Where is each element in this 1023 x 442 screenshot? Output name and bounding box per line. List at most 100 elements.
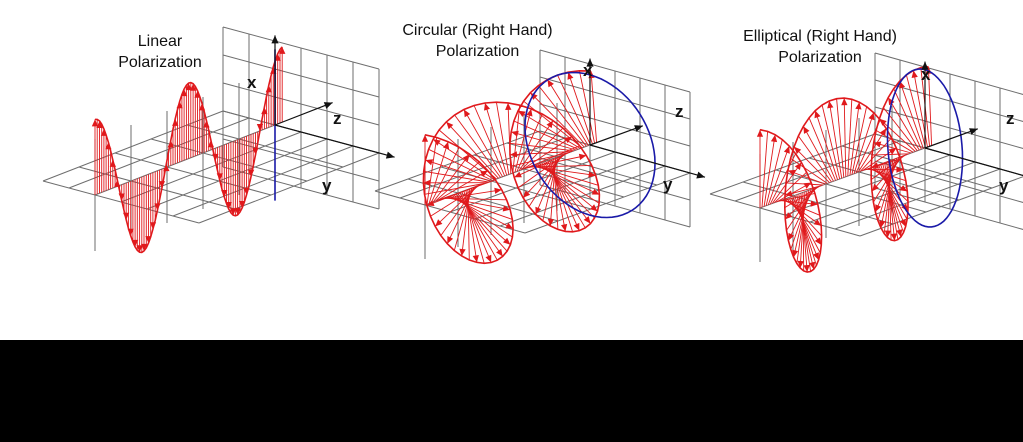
field-vector [769,153,797,205]
field-vector-arrowhead [502,205,511,212]
field-vector [821,104,841,180]
field-vector-arrowhead [871,162,879,169]
field-vector [873,156,902,203]
linear-title-line1: Linear [137,33,183,50]
grid-line [186,124,344,168]
field-vector [879,118,916,152]
field-vector-arrowhead [511,130,519,137]
field-vector [763,134,776,207]
grid-line [859,176,1023,237]
field-vector-arrowhead [803,126,810,134]
field-vector-arrowhead [896,166,904,173]
field-vector-arrowhead [788,232,795,241]
linear-z-axis-label: z [333,109,342,128]
circular-grid [374,49,691,259]
field-vector [893,88,922,150]
y-axis-arrowhead [385,151,395,159]
field-vector [446,187,475,244]
linear-y-axis-label: y [322,176,332,195]
grid-line [42,180,200,224]
field-vector [884,162,899,240]
field-vector [876,165,908,220]
field-vector-arrowhead [899,218,906,227]
field-vector [888,161,892,241]
field-vector-arrowhead [421,134,429,142]
field-vector-arrowhead [136,245,143,253]
field-vector [887,97,920,151]
field-vector [538,85,587,147]
field-vector [808,117,837,181]
field-vector [495,102,510,175]
grid-line [834,168,1001,230]
field-vector-arrowhead [435,219,443,227]
field-vector [423,170,489,183]
field-vector-arrowhead [591,188,600,195]
grid-line [94,124,276,196]
grid-line [68,117,250,189]
field-vector [899,80,924,149]
x-axis-arrowhead [586,58,594,67]
field-vector-arrowhead [96,121,103,128]
z-axis-arrowhead [323,102,333,109]
field-vector-arrowhead [813,252,819,260]
field-vector-arrowhead [91,119,99,127]
field-vector-arrowhead [505,102,512,110]
field-vector-arrowhead [472,255,479,263]
field-vector-arrowhead [855,102,862,110]
field-vector-arrowhead [526,108,533,117]
field-vector [517,153,567,189]
circular-title-line2: Polarization [435,43,520,60]
field-vector [828,100,843,179]
field-vector [790,196,821,254]
field-vector [792,195,820,261]
field-vector-arrowhead [484,103,490,111]
field-vector-arrowhead [234,207,241,215]
field-vector-arrowhead [547,79,554,88]
field-vector [567,72,593,145]
elliptical-x-axis-label: x [921,65,931,84]
field-vector [473,105,506,177]
polarization-figure: x y z x y z x y z [0,0,1023,340]
field-vector [539,163,598,212]
grid-line [198,152,380,224]
field-vector-arrowhead [518,110,526,117]
linear-polarization-title: Linear Polarization [85,31,235,73]
circular-field-vectors [421,69,601,265]
grid-line [524,172,691,234]
field-vector [432,138,495,181]
field-vector-arrowhead [189,83,197,91]
field-vector [814,110,839,180]
field-vector [798,135,832,183]
field-vector-arrowhead [446,121,454,130]
field-vector-arrowhead [814,237,822,245]
endpoint-locus-curve [886,68,964,228]
linear-polarization-panel: x y z [42,26,395,254]
field-vector [520,127,564,171]
field-vector [875,130,914,153]
z-axis-line [589,125,644,146]
field-vector [886,161,896,241]
field-vector [514,108,532,173]
circular-x-axis-label: x [583,61,593,80]
linear-title-line2: Polarization [118,54,202,71]
field-vector-arrowhead [547,218,554,226]
linear-field-vectors [91,46,286,254]
field-vector-arrowhead [583,216,591,224]
field-vector-arrowhead [185,83,192,91]
field-vector-arrowhead [230,208,237,216]
field-vector [530,92,585,148]
field-vector-arrowhead [561,223,568,232]
field-vector [509,151,573,156]
field-vector [434,185,479,227]
y-axis-arrowhead [696,171,705,179]
endpoint-locus-curve [524,71,656,219]
field-vector [578,70,596,144]
field-vector [878,164,907,227]
field-vector-arrowhead [530,92,538,100]
field-vector [851,106,868,175]
field-vector [767,145,790,206]
field-vector [432,153,470,203]
z-axis-line [924,128,979,149]
field-vector [535,155,561,215]
field-vector [786,197,822,237]
